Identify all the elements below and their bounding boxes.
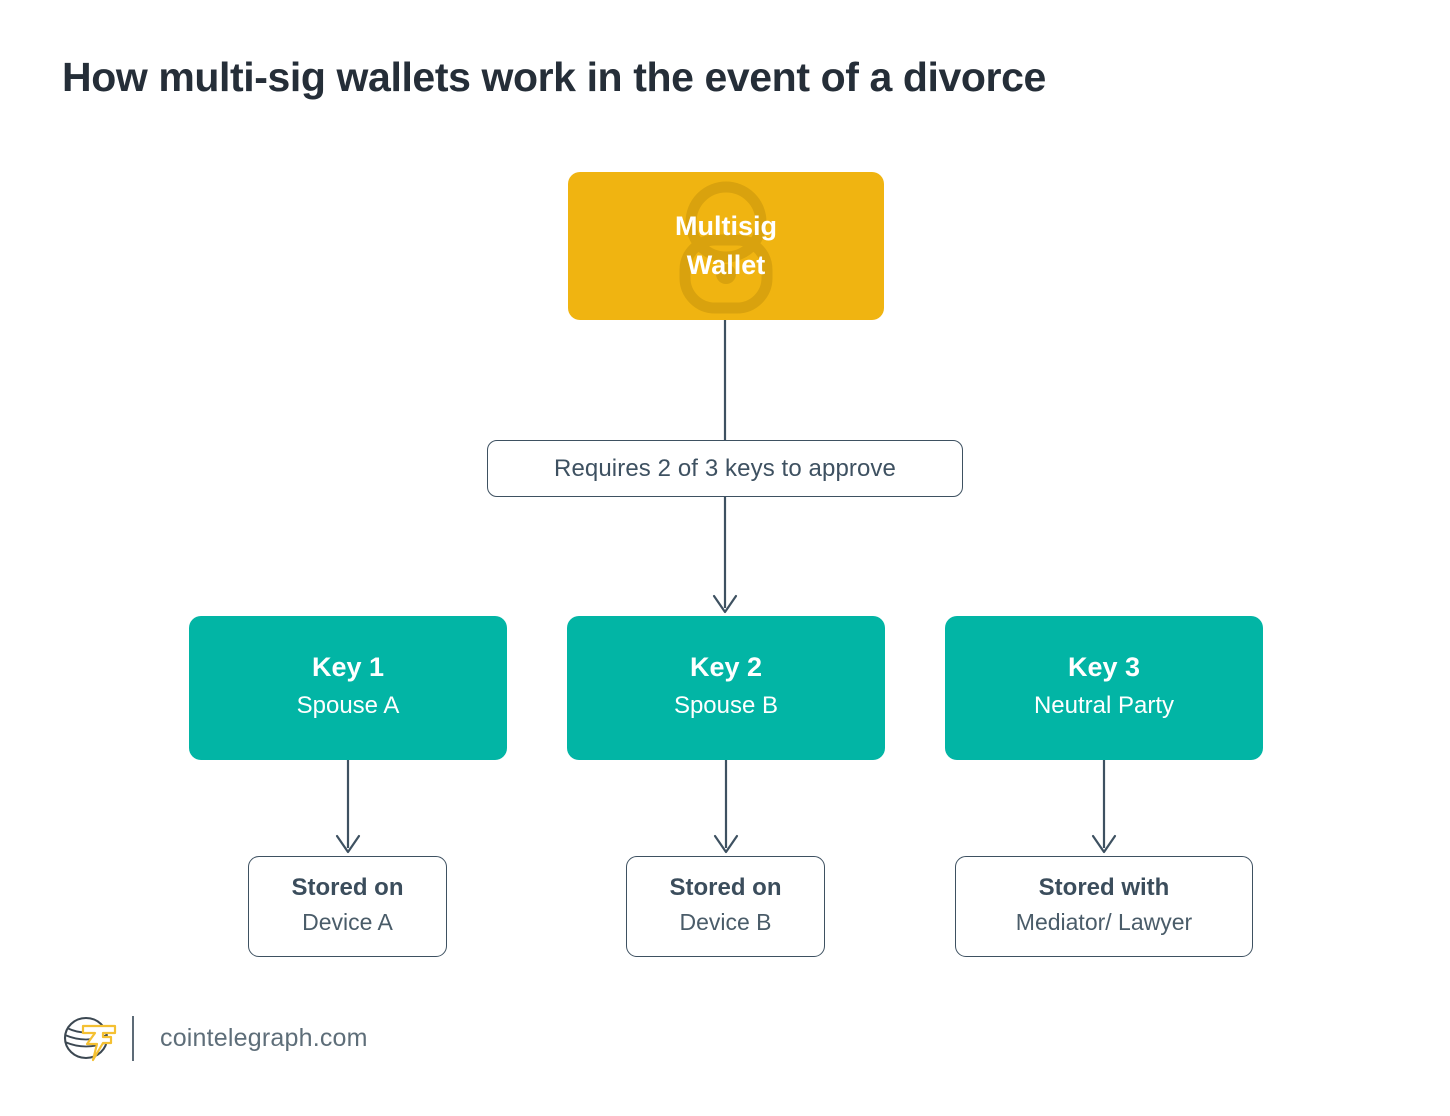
condition-label-text: Requires 2 of 3 keys to approve <box>554 454 896 482</box>
storage-title: Stored on <box>291 874 404 902</box>
cointelegraph-logo-icon <box>63 1016 117 1062</box>
condition-label-box: Requires 2 of 3 keys to approve <box>487 440 963 497</box>
storage-target: Mediator/ Lawyer <box>1015 909 1193 936</box>
connector-key1-to-storage <box>335 760 361 854</box>
storage-node-2: Stored on Device B <box>626 856 825 957</box>
storage-target: Device B <box>679 909 772 936</box>
footer-site-name: cointelegraph.com <box>160 1023 368 1052</box>
wallet-label-line2: Wallet <box>686 250 766 280</box>
key-holder: Spouse A <box>296 692 400 720</box>
key-node-3: Key 3 Neutral Party <box>945 616 1263 760</box>
multisig-wallet-node: Multisig Wallet <box>568 172 884 320</box>
storage-title: Stored on <box>669 874 782 902</box>
connector-wallet-to-condition <box>723 320 727 442</box>
key-holder: Spouse B <box>673 692 779 720</box>
connector-key2-to-storage <box>713 760 739 854</box>
key-title: Key 2 <box>689 651 763 682</box>
key-node-2: Key 2 Spouse B <box>567 616 885 760</box>
storage-node-3: Stored with Mediator/ Lawyer <box>955 856 1253 957</box>
connector-condition-to-keys <box>712 496 738 614</box>
storage-node-1: Stored on Device A <box>248 856 447 957</box>
footer-divider <box>132 1015 134 1061</box>
key-title: Key 1 <box>311 651 385 682</box>
page-title: How multi-sig wallets work in the event … <box>62 54 1046 100</box>
key-node-1: Key 1 Spouse A <box>189 616 507 760</box>
key-holder: Neutral Party <box>1033 692 1175 720</box>
connector-key3-to-storage <box>1091 760 1117 854</box>
storage-title: Stored with <box>1038 874 1170 902</box>
wallet-label-line1: Multisig <box>675 210 777 241</box>
storage-target: Device A <box>302 909 393 936</box>
footer: cointelegraph.com <box>62 1008 368 1068</box>
key-title: Key 3 <box>1067 651 1141 682</box>
